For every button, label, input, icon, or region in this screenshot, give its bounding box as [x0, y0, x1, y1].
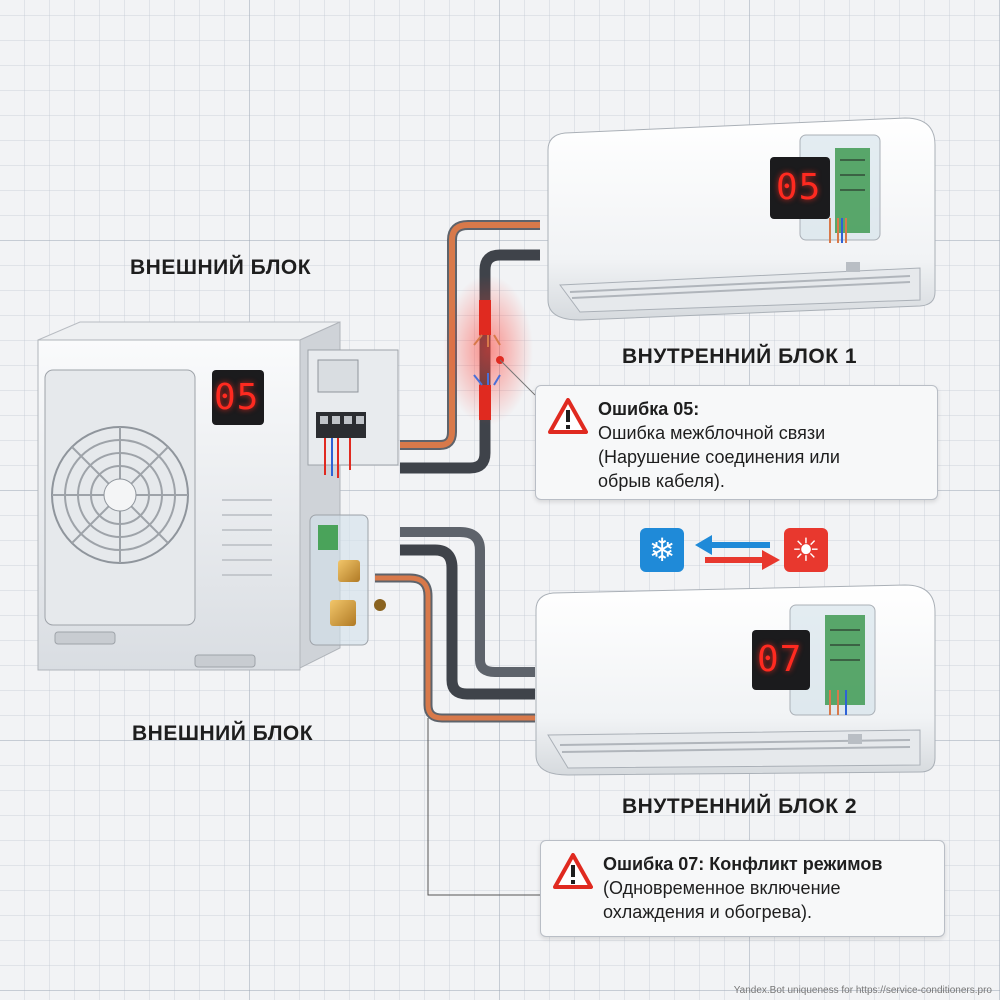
error-07-callout: Ошибка 07: Конфликт режимов (Одновременн…: [540, 840, 945, 937]
error-05-callout: Ошибка 05: Ошибка межблочной связи (Нару…: [535, 385, 938, 500]
snowflake-icon: ❄: [640, 528, 684, 572]
indoor-unit-2-label: ВНУТРЕННИЙ БЛОК 2: [622, 795, 858, 818]
broken-cable-indicator: [443, 275, 536, 425]
error-07-line: охлаждения и обогрева).: [603, 902, 812, 922]
error-07-title: Ошибка 07: Конфликт режимов: [603, 854, 883, 874]
fan-grill: [44, 369, 196, 626]
footer-note: Yandex.Bot uniqueness for https://servic…: [733, 985, 992, 996]
pipes-to-indoor-2: [375, 527, 540, 896]
outdoor-display: [212, 370, 264, 425]
indoor-unit-1-label: ВНУТРЕННИЙ БЛОК 1: [622, 345, 858, 368]
indoor1-display: [770, 157, 830, 219]
outdoor-unit: [37, 321, 399, 671]
outdoor-unit-label-bottom: ВНЕШНИЙ БЛОК: [132, 722, 314, 745]
sun-icon: ☀: [784, 528, 828, 572]
error-05-line: Ошибка межблочной связи: [598, 423, 826, 443]
mode-conflict-arrows: [695, 535, 780, 570]
outdoor-unit-label-top: ВНЕШНИЙ БЛОК: [130, 256, 312, 279]
indoor2-display: [752, 630, 810, 690]
indoor-unit-1: [547, 117, 936, 321]
outdoor-error-code: 05: [214, 377, 260, 418]
error-05-line: обрыв кабеля).: [598, 471, 725, 491]
warning-icon: [553, 853, 593, 889]
warning-icon: [548, 398, 588, 434]
error-05-title: Ошибка 05:: [598, 399, 700, 419]
indoor-unit-2: [535, 584, 936, 776]
error-07-line: (Одновременное включение: [603, 878, 841, 898]
indoor1-error-code: 05: [776, 167, 822, 208]
error-05-line: (Нарушение соединения или: [598, 447, 840, 467]
indoor2-error-code: 07: [757, 639, 803, 680]
